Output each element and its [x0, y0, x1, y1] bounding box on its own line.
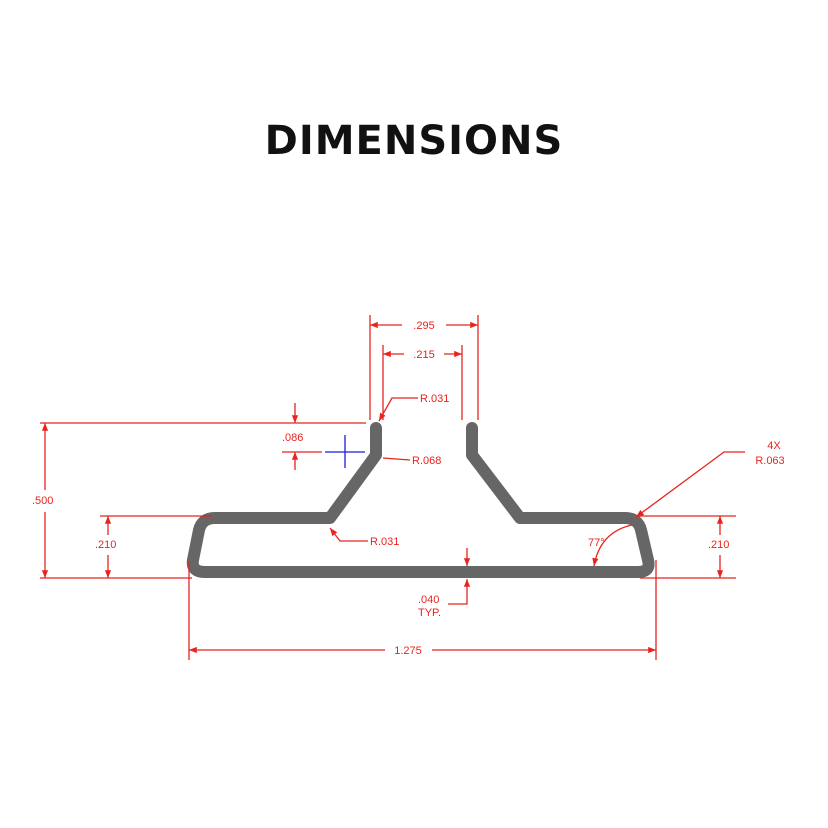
dim-left-height: .210 [95, 515, 212, 578]
dim-top-radius: R.031 [378, 393, 449, 422]
svg-text:R.031: R.031 [420, 393, 449, 405]
dim-outer-top-width: .295 [369, 315, 479, 420]
dim-corner-radius: 4X R.063 [635, 440, 785, 518]
svg-text:.215: .215 [413, 349, 434, 361]
svg-text:R.031: R.031 [370, 536, 399, 548]
svg-text:.040: .040 [418, 594, 439, 606]
svg-text:.295: .295 [413, 320, 434, 332]
dim-thickness: .040 TYP. [418, 548, 471, 619]
svg-text:.210: .210 [708, 539, 729, 551]
crosshair-icon [325, 435, 365, 468]
dim-overall-width: 1.275 [188, 560, 657, 660]
dim-inner-top-width: .215 [382, 345, 463, 420]
svg-text:.500: .500 [32, 495, 53, 507]
svg-text:4X: 4X [767, 440, 781, 452]
dim-overall-height: .500 [32, 423, 192, 579]
page-title: DIMENSIONS [264, 118, 564, 164]
channel-profile [186, 422, 655, 578]
dim-lip-height: .086 [40, 403, 366, 470]
dim-lower-radius: R.031 [329, 527, 399, 548]
svg-text:77°: 77° [588, 537, 605, 549]
svg-text:R.063: R.063 [755, 455, 784, 467]
svg-text:.086: .086 [282, 432, 303, 444]
svg-text:R.068: R.068 [412, 455, 441, 467]
svg-text:.210: .210 [95, 539, 116, 551]
dim-bend-radius: R.068 [382, 455, 441, 467]
dim-angle: 77° [588, 524, 633, 567]
svg-text:TYP.: TYP. [418, 607, 441, 619]
svg-text:1.275: 1.275 [394, 645, 422, 657]
